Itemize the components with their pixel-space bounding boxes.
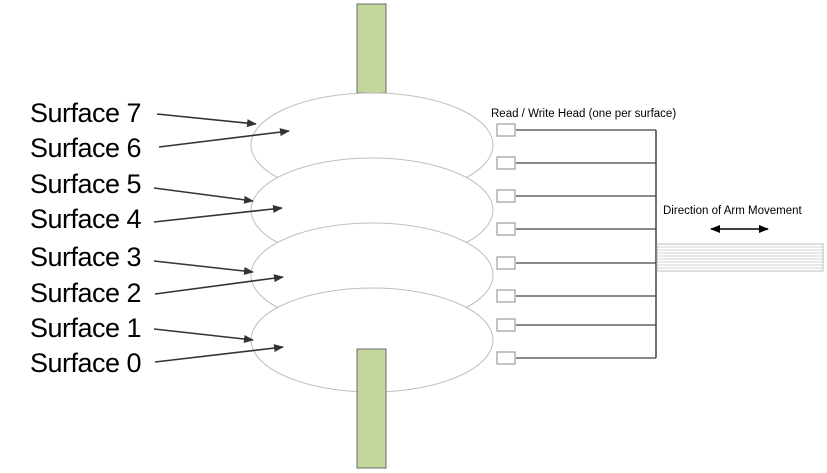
surface-7-arrow bbox=[156, 113, 257, 128]
surface-label-2: Surface 2 bbox=[30, 278, 141, 308]
read-write-head bbox=[496, 318, 516, 332]
read-write-head bbox=[496, 189, 516, 203]
read-write-head-label: Read / Write Head (one per surface) bbox=[491, 108, 676, 120]
surface-1-arrow bbox=[153, 328, 254, 343]
read-write-head bbox=[496, 289, 516, 303]
surface-label-3: Surface 3 bbox=[30, 242, 141, 272]
surface-label-7: Surface 7 bbox=[30, 98, 141, 128]
surface-0-arrow bbox=[154, 344, 284, 363]
surface-label-4: Surface 4 bbox=[30, 204, 142, 234]
read-write-head bbox=[496, 156, 516, 170]
read-write-head bbox=[496, 256, 516, 270]
surface-3-arrow bbox=[153, 260, 254, 275]
arm-movement-label: Direction of Arm Movement bbox=[663, 205, 802, 217]
surface-label-6: Surface 6 bbox=[30, 133, 141, 163]
spindle-bottom bbox=[356, 348, 387, 469]
surface-2-arrow bbox=[154, 274, 284, 295]
read-write-head bbox=[496, 123, 516, 137]
surface-6-arrow bbox=[158, 128, 290, 148]
surface-5-arrow bbox=[153, 187, 254, 204]
actuator-arm bbox=[656, 243, 824, 272]
surface-label-1: Surface 1 bbox=[30, 313, 141, 343]
read-write-head bbox=[496, 351, 516, 365]
spindle-top bbox=[356, 3, 387, 94]
read-write-heads bbox=[496, 123, 656, 365]
read-write-head bbox=[496, 222, 516, 236]
surface-label-0: Surface 0 bbox=[30, 348, 141, 378]
surface-4-arrow bbox=[153, 205, 283, 223]
surface-label-5: Surface 5 bbox=[30, 169, 141, 199]
